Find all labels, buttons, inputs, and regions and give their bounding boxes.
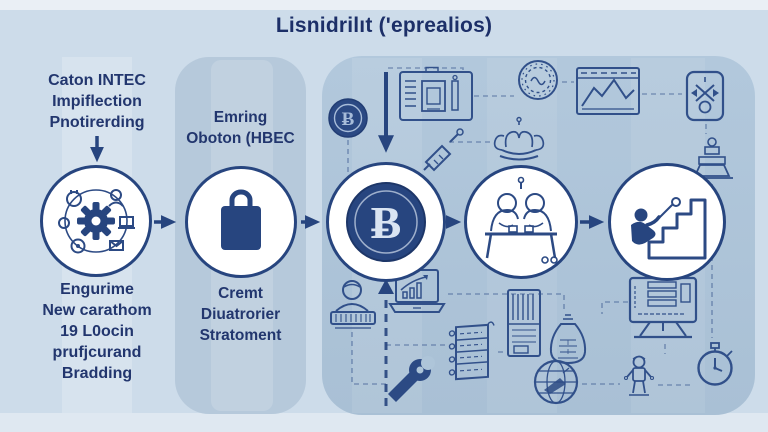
text-line: Diuatrorier	[200, 306, 281, 323]
text-line: Caton INTEC	[48, 72, 146, 89]
wrench-icon	[384, 352, 442, 404]
badge-gear-icon	[514, 58, 562, 104]
text-line: 19 L0ocin	[60, 323, 134, 340]
globe-icon	[530, 356, 582, 408]
monogram-glyph: Ƀ	[371, 197, 402, 248]
mini-figure-icon	[620, 354, 658, 402]
text-line: prufjcurand	[52, 344, 142, 361]
left-top-textblock: Caton INTEC Impiflection Pnotirerding	[12, 70, 182, 133]
top-strip	[0, 0, 768, 10]
text-line: New carathom	[42, 302, 152, 319]
text-line: Impiflection	[52, 93, 142, 110]
gear-network-icon	[58, 189, 135, 254]
middle-bottom-textblock: Cremt Diuatrorier Stratoment	[175, 283, 306, 346]
text-line: Bradding	[61, 365, 133, 382]
person-keyboard-icon	[328, 278, 378, 332]
coin-glyph: Ƀ	[342, 109, 355, 130]
desktop-printer-icon	[626, 274, 704, 344]
text-line: Oboton (HBEC	[186, 130, 295, 147]
text-line: Pnotirerding	[49, 114, 145, 131]
middle-top-textblock: Emring Oboton (HBEC	[175, 107, 306, 149]
coin-b-icon: Ƀ	[326, 96, 370, 140]
crown-icon	[490, 116, 548, 164]
text-line: Stratoment	[199, 327, 282, 344]
flow-step-1-circle	[40, 165, 152, 277]
browser-chart-icon	[574, 64, 642, 118]
flow-step-5-circle	[608, 163, 726, 281]
diagram-title: Lisnidrilıt ('eprealios)	[275, 14, 493, 37]
dashboard-monitor-icon	[396, 66, 476, 126]
flow-step-2-circle	[185, 166, 297, 278]
monogram-coin-icon: Ƀ	[346, 182, 426, 262]
growth-climb-icon	[631, 197, 707, 260]
text-line: Engurime	[60, 281, 134, 298]
flow-step-3-circle: Ƀ	[326, 162, 446, 282]
flow-step-4-circle	[464, 165, 578, 279]
left-bottom-textblock: Engurime New carathom 19 L0ocin prufjcur…	[12, 279, 182, 384]
syringe-icon	[416, 126, 466, 178]
text-line: Emring	[213, 109, 268, 126]
server-rack-icon	[446, 318, 498, 386]
stopwatch-icon	[690, 338, 740, 392]
text-line: Cremt	[218, 285, 263, 302]
briefcase-icon	[221, 189, 261, 250]
bottom-strip	[0, 413, 768, 432]
network-x-icon	[682, 68, 728, 124]
cabinet-slots-icon	[504, 286, 544, 362]
meeting-table-icon	[485, 176, 558, 264]
